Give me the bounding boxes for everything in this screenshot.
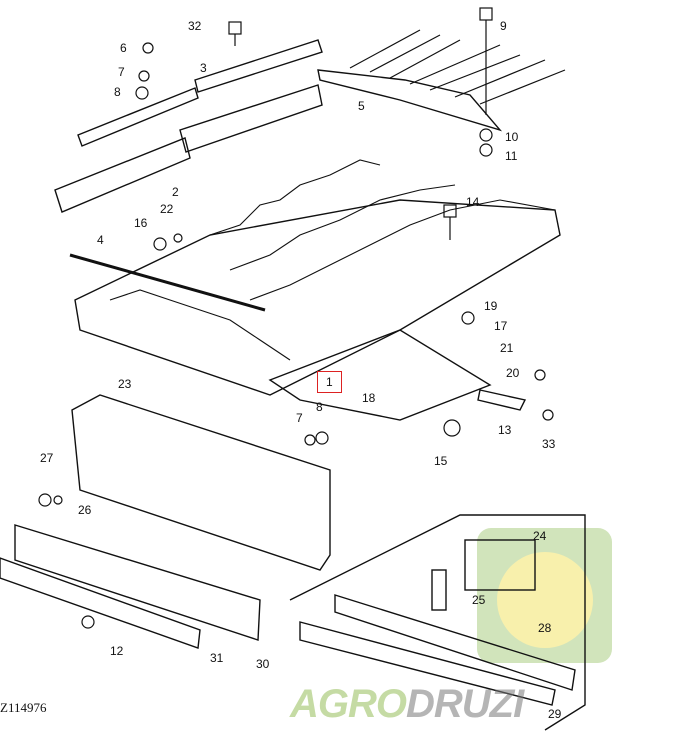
callout-27: 27 — [40, 451, 54, 465]
callout-4: 4 — [97, 233, 104, 247]
bracket-13 — [477, 389, 527, 411]
callout-20: 20 — [506, 366, 520, 380]
callout-10: 10 — [505, 130, 519, 144]
callout-21: 21 — [500, 341, 514, 355]
callout-17: 17 — [494, 319, 508, 333]
callout-26: 26 — [78, 503, 92, 517]
callout-14: 14 — [466, 195, 480, 209]
callout-11: 11 — [505, 149, 518, 163]
callout-24: 24 — [533, 529, 547, 543]
side-rail-18 — [268, 329, 492, 421]
callout-22: 22 — [160, 202, 174, 216]
callout-8-lower: 8 — [316, 400, 323, 414]
callout-19: 19 — [484, 299, 498, 313]
callout-1-highlighted: 1 — [317, 371, 342, 393]
callout-18: 18 — [362, 391, 376, 405]
callout-16: 16 — [134, 216, 148, 230]
callout-8: 8 — [114, 85, 121, 99]
grate-teeth — [109, 159, 556, 361]
callout-12: 12 — [110, 644, 124, 658]
strip-part-2-right — [179, 84, 323, 153]
strip-29 — [299, 621, 556, 706]
callout-15: 15 — [434, 454, 448, 468]
strip-part-3-right — [194, 39, 323, 93]
callout-25: 25 — [472, 593, 486, 607]
callout-13: 13 — [498, 423, 512, 437]
finger-plate-5 — [317, 69, 503, 132]
watermark-part2: DRUZI — [406, 682, 524, 726]
callout-6: 6 — [120, 41, 127, 55]
strip-31 — [0, 557, 201, 649]
callout-28: 28 — [538, 621, 552, 635]
grate-frame-1 — [74, 199, 561, 396]
bar-4 — [69, 253, 266, 312]
callout-7-lower: 7 — [296, 411, 303, 425]
callout-7: 7 — [118, 65, 125, 79]
plate-25 — [431, 569, 447, 611]
callout-33: 33 — [542, 437, 556, 451]
callout-29: 29 — [548, 707, 562, 721]
callout-31: 31 — [210, 651, 224, 665]
bar-23 — [71, 394, 331, 571]
strip-part-3-left — [77, 87, 199, 147]
callout-30: 30 — [256, 657, 270, 671]
watermark-text: AGRODRUZI — [290, 682, 524, 726]
callout-2: 2 — [172, 185, 179, 199]
callout-32: 32 — [188, 19, 202, 33]
strip-part-2-left — [54, 137, 191, 213]
drawing-code: Z114976 — [0, 700, 47, 715]
fingers — [349, 29, 566, 105]
inset-frame — [289, 514, 586, 731]
watermark-part1: AGRO — [290, 682, 407, 726]
callout-23: 23 — [118, 377, 132, 391]
strip-30 — [14, 524, 261, 641]
strip-28 — [334, 594, 576, 691]
bolts — [38, 7, 554, 629]
plate-24 — [464, 539, 536, 591]
callout-9: 9 — [500, 19, 507, 33]
callout-3: 3 — [200, 61, 207, 75]
callout-5: 5 — [358, 99, 365, 113]
watermark-logo — [477, 528, 612, 663]
